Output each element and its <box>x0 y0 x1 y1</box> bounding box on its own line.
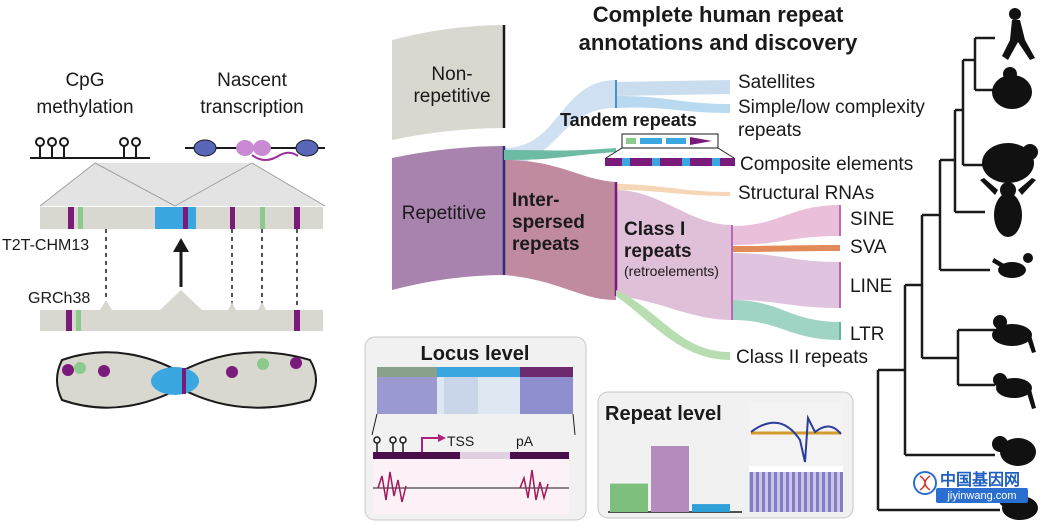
gorilla-icon <box>980 178 1036 237</box>
tss-label: TSS <box>447 433 474 449</box>
watermark: 中国基因网 jiyinwang.com <box>913 470 1028 503</box>
up-arrow-icon <box>173 238 189 287</box>
methylation-lollipops-icon <box>30 137 150 159</box>
satellites-label: Satellites <box>738 72 815 93</box>
cpg-label-1: CpG <box>65 70 104 91</box>
nascent-label-1: Nascent <box>217 70 287 91</box>
watermark-url: jiyinwang.com <box>946 490 1016 502</box>
grch38-label: GRCh38 <box>28 290 90 307</box>
tss-lollipops-icon <box>373 436 407 452</box>
repetitive-label: Repetitive <box>402 203 487 224</box>
non-repetitive-block <box>392 25 504 140</box>
marmoset-icon <box>993 373 1036 409</box>
sva-label: SVA <box>850 237 887 258</box>
lemur-icon <box>992 436 1036 466</box>
phylogenetic-tree <box>876 36 1000 512</box>
dna-logo-icon <box>919 475 931 491</box>
interspersed-label-2: spersed <box>512 212 585 233</box>
sine-label: SINE <box>850 209 894 230</box>
repeat-level-panel: Repeat level <box>597 391 854 519</box>
locus-title: Locus level <box>421 343 530 365</box>
zoom-cone <box>40 163 325 206</box>
tandem-label: Tandem repeats <box>560 110 697 130</box>
composite-element-glyph <box>605 133 735 166</box>
composite-label: Composite elements <box>740 154 913 175</box>
non-repetitive-label-2: repetitive <box>413 86 490 107</box>
page-title-line1: Complete human repeat <box>593 2 844 27</box>
structural-label: Structural RNAs <box>738 183 874 204</box>
polymerase-icon <box>185 139 325 161</box>
class2-label: Class II repeats <box>736 347 868 368</box>
class1-label-2: repeats <box>624 241 692 262</box>
left-panel: CpG methylation Nascent transcription <box>2 70 326 409</box>
watermark-name: 中国基因网 <box>940 470 1020 489</box>
sankey-diagram: Non- repetitive Repetitive Inter- sperse… <box>392 25 841 360</box>
nascent-label-2: transcription <box>200 97 304 118</box>
tss-arrow-icon <box>421 437 440 452</box>
grch38-track <box>40 290 323 331</box>
macaque-icon <box>992 315 1036 353</box>
gibbon-icon <box>992 253 1033 278</box>
primate-silhouettes <box>980 8 1038 520</box>
human-icon <box>1002 8 1035 60</box>
chromosome-icon <box>56 351 317 409</box>
class1-label-3: (retroelements) <box>624 263 719 279</box>
line-label: LINE <box>850 276 892 297</box>
non-repetitive-label-1: Non- <box>431 64 472 85</box>
ltr-label: LTR <box>850 324 884 345</box>
simple-label-2: repeats <box>738 120 801 141</box>
locus-level-panel: Locus level TSS pA <box>364 336 587 521</box>
simple-label-1: Simple/low complexity <box>738 97 925 118</box>
repeat-title: Repeat level <box>605 403 722 425</box>
interspersed-label-1: Inter- <box>512 190 560 211</box>
bonobo-icon <box>992 67 1032 109</box>
page-title-line2: annotations and discovery <box>579 30 858 55</box>
repeat-bar <box>692 504 730 512</box>
repeat-bar-chart <box>610 446 730 512</box>
repetitive-block <box>392 146 504 290</box>
repeat-bar <box>651 446 689 512</box>
interspersed-label-3: repeats <box>512 234 580 255</box>
repeat-bar <box>610 483 648 512</box>
pa-label: pA <box>516 433 534 449</box>
t2t-label: T2T-CHM13 <box>2 237 89 254</box>
cpg-label-2: methylation <box>36 97 133 118</box>
class1-label-1: Class I <box>624 219 685 240</box>
chimp-icon <box>982 143 1038 183</box>
